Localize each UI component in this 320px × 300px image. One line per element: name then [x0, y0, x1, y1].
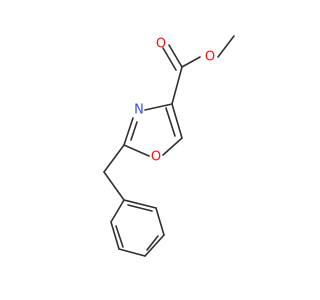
atom-o-ester: O [205, 50, 215, 65]
bond-ph-1-2 [110, 199, 125, 223]
molecule-structure: O O N O [103, 35, 235, 257]
bond-ch2-phenyl [103, 171, 125, 201]
bond-ring-c4-ester-c [171, 66, 183, 105]
bond-c-o-double-b [162, 47, 177, 71]
bond-ph-6-1 [123, 199, 157, 209]
bond-ph-4-5 [144, 234, 165, 257]
atom-n-ring: N [134, 103, 144, 118]
bond-ph-inner-c [127, 204, 153, 212]
atom-o-ring: O [151, 150, 161, 165]
bonds [103, 35, 235, 257]
bond-ph-3-4 [118, 248, 146, 257]
bond-c2-n3 [123, 117, 134, 146]
bond-c2-n3-inner [130, 121, 138, 141]
bond-c5-o1 [162, 137, 183, 156]
bond-ph-5-6 [155, 207, 165, 236]
atom-labels: O O N O [134, 37, 215, 165]
bond-n3-c4 [144, 103, 173, 111]
bond-ph-inner-a [115, 225, 124, 248]
atom-o-carbonyl: O [156, 37, 166, 52]
bond-c-o-single [181, 56, 201, 68]
bond-c2-ch2 [103, 144, 125, 173]
bond-o-methyl [217, 35, 235, 58]
bond-c4-c5 [171, 103, 183, 139]
bond-c4-c5-inner [165, 107, 176, 137]
bond-o1-c2 [123, 144, 150, 157]
bond-c-o-double-a [168, 44, 183, 68]
bond-ph-2-3 [110, 221, 120, 250]
bond-ph-inner-b [146, 235, 159, 251]
